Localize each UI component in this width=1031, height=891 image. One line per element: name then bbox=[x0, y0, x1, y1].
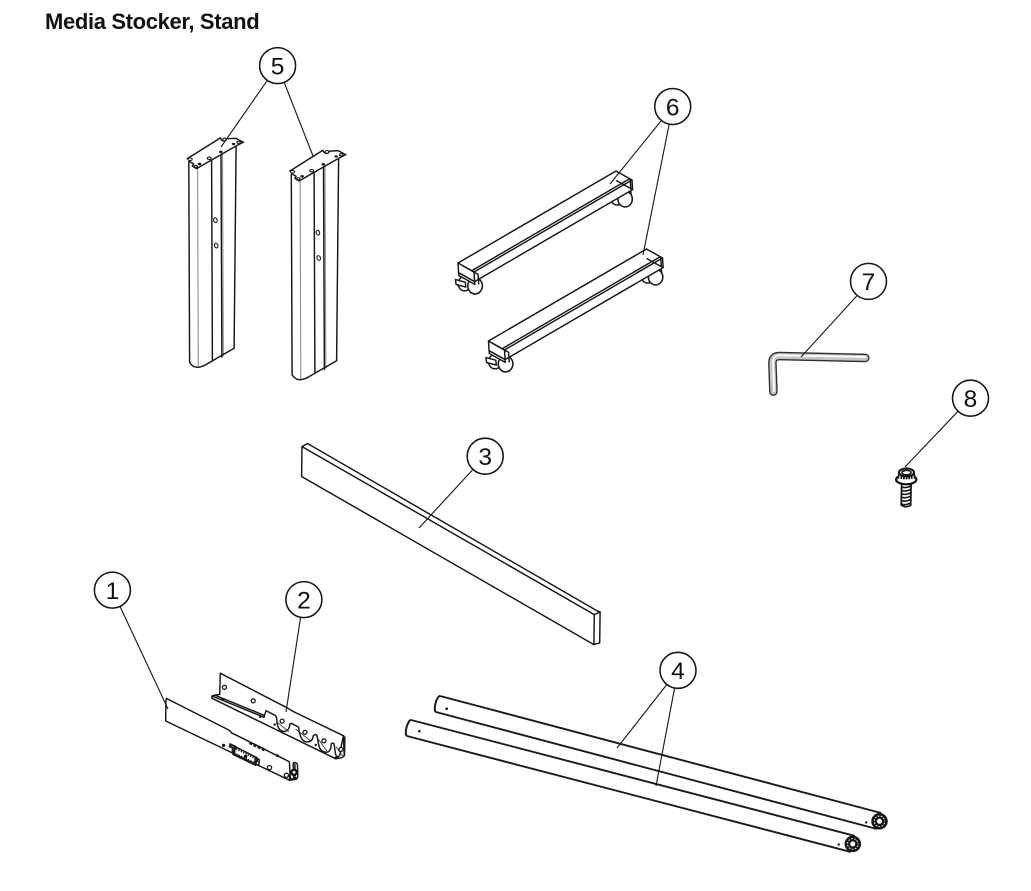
svg-text:4: 4 bbox=[671, 658, 685, 685]
svg-text:5: 5 bbox=[271, 53, 285, 80]
svg-text:1: 1 bbox=[106, 578, 120, 605]
svg-text:6: 6 bbox=[666, 94, 680, 121]
svg-text:7: 7 bbox=[862, 269, 876, 296]
svg-text:2: 2 bbox=[297, 587, 311, 614]
svg-text:8: 8 bbox=[964, 386, 978, 413]
svg-text:3: 3 bbox=[478, 444, 492, 471]
